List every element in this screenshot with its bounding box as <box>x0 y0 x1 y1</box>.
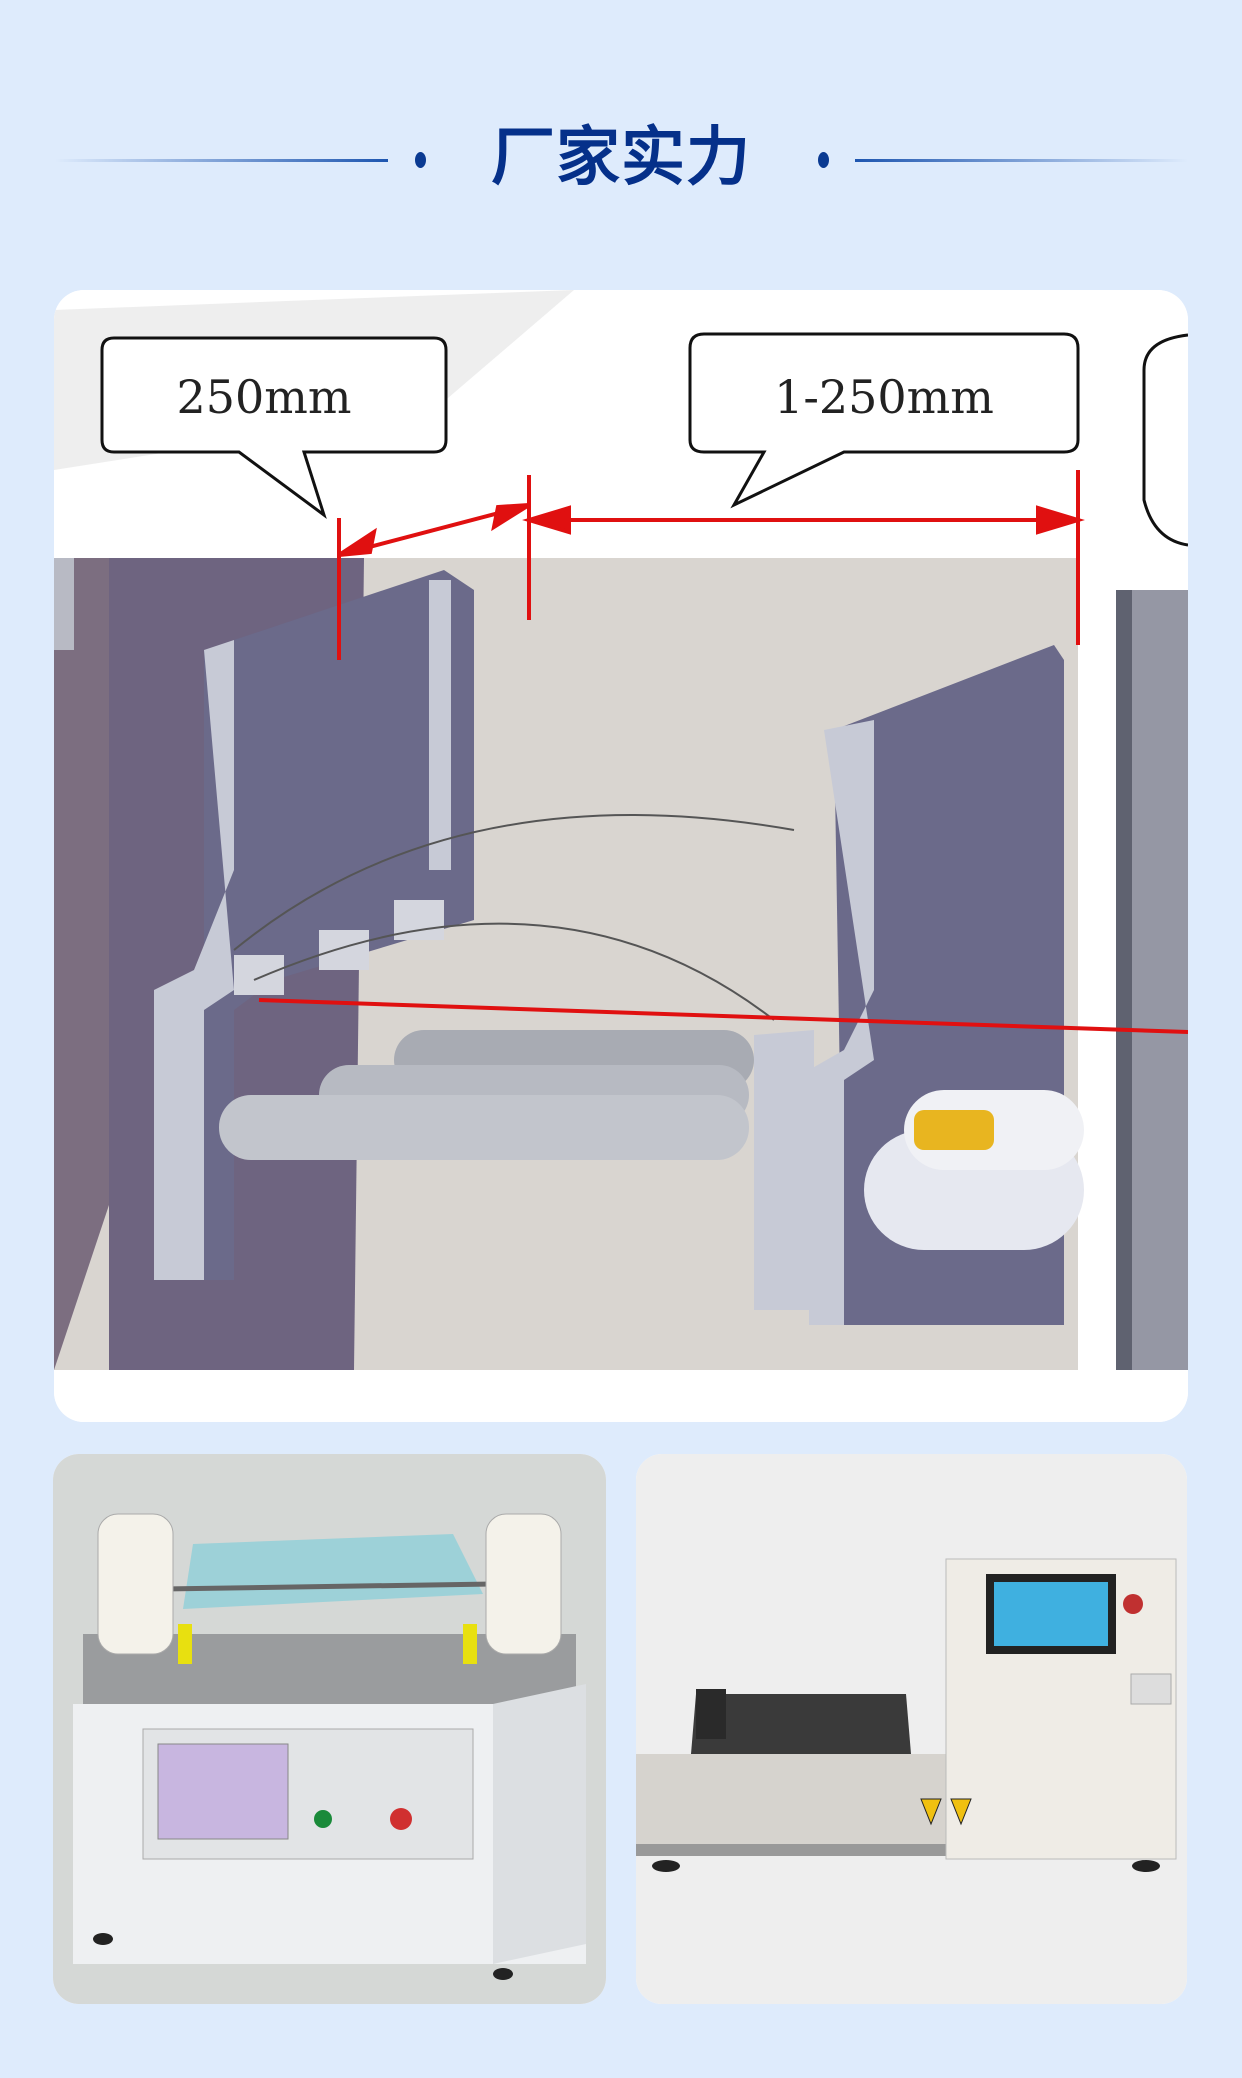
fixture-diagram-image: 250mm 1-250mm <box>54 290 1188 1422</box>
title-dot-left <box>415 152 426 168</box>
dim-label-left: 250mm <box>176 370 351 424</box>
title-line-left <box>55 159 388 162</box>
machine-render-image <box>53 1454 606 2004</box>
dim-label-right: 1-250mm <box>774 370 994 424</box>
title-dot-right <box>818 152 829 168</box>
machine-photo-image <box>636 1454 1187 2004</box>
title-line-right <box>855 159 1188 162</box>
section-title: 厂家实力 <box>491 121 751 195</box>
